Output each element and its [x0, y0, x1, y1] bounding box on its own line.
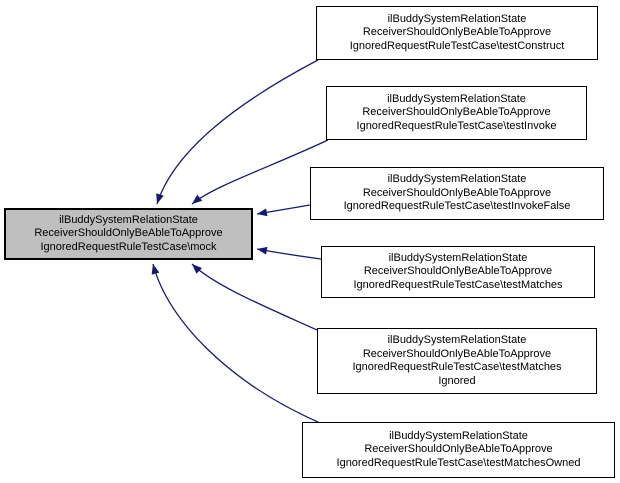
edge-testMatchesOwned-to-mock: [151, 263, 319, 423]
edge-testMatches-to-mock: [256, 246, 322, 260]
node-testMatchesIgnored[interactable]: ilBuddySystemRelationState ReceiverShoul…: [317, 328, 597, 394]
node-label-line: ilBuddySystemRelationState: [387, 334, 527, 346]
node-label-line: ReceiverShouldOnlyBeAbleToApprove: [362, 347, 552, 360]
node-testMatchesOwned[interactable]: ilBuddySystemRelationState ReceiverShoul…: [302, 422, 615, 478]
node-label-line: ReceiverShouldOnlyBeAbleToApprove: [364, 443, 553, 456]
node-testConstruct[interactable]: ilBuddySystemRelationState ReceiverShoul…: [316, 6, 598, 60]
node-testMatches[interactable]: ilBuddySystemRelationState ReceiverShoul…: [321, 246, 595, 298]
node-label-line: ReceiverShouldOnlyBeAbleToApprove: [34, 227, 223, 240]
node-label-line: IgnoredRequestRuleTestCase\mock: [40, 240, 217, 253]
edge-testMatchesIgnored-to-mock: [191, 263, 318, 331]
node-label-line: IgnoredRequestRuleTestCase\testMatches: [352, 361, 562, 373]
node-label-line: IgnoredRequestRuleTestCase\testMatchesOw…: [336, 456, 581, 469]
node-label-line: ReceiverShouldOnlyBeAbleToApprove: [362, 106, 551, 119]
node-label-line: ilBuddySystemRelationState: [387, 92, 526, 105]
node-label-line: ReceiverShouldOnlyBeAbleToApprove: [363, 265, 553, 278]
node-label-line: ilBuddySystemRelationState: [387, 12, 527, 25]
node-label-line: ilBuddySystemRelationState: [388, 251, 528, 264]
node-label-line: ilBuddySystemRelationState: [389, 429, 528, 442]
node-label-line: Ignored: [438, 374, 476, 387]
node-label-line: IgnoredRequestRuleTestCase\testInvoke: [356, 119, 557, 132]
node-testInvokeFalse[interactable]: ilBuddySystemRelationState ReceiverShoul…: [310, 167, 604, 220]
node-testInvoke[interactable]: ilBuddySystemRelationState ReceiverShoul…: [326, 86, 587, 140]
node-label-line: IgnoredRequestRuleTestCase\testConstruct: [349, 39, 565, 52]
node-mock: ilBuddySystemRelationState ReceiverShoul…: [4, 208, 253, 260]
node-label-line: ReceiverShouldOnlyBeAbleToApprove: [362, 186, 552, 199]
edge-testInvokeFalse-to-mock: [256, 204, 311, 217]
edge-testInvoke-to-mock: [191, 139, 329, 205]
node-label-line: ilBuddySystemRelationState: [387, 173, 527, 186]
node-label-line: IgnoredRequestRuleTestCase\testMatches: [353, 278, 563, 291]
node-label-line: IgnoredRequestRuleTestCase\testInvokeFal…: [343, 200, 571, 213]
node-label-line: ReceiverShouldOnlyBeAbleToApprove: [362, 26, 552, 39]
node-label-line: ilBuddySystemRelationState: [59, 213, 198, 226]
edge-testConstruct-to-mock: [156, 59, 319, 205]
